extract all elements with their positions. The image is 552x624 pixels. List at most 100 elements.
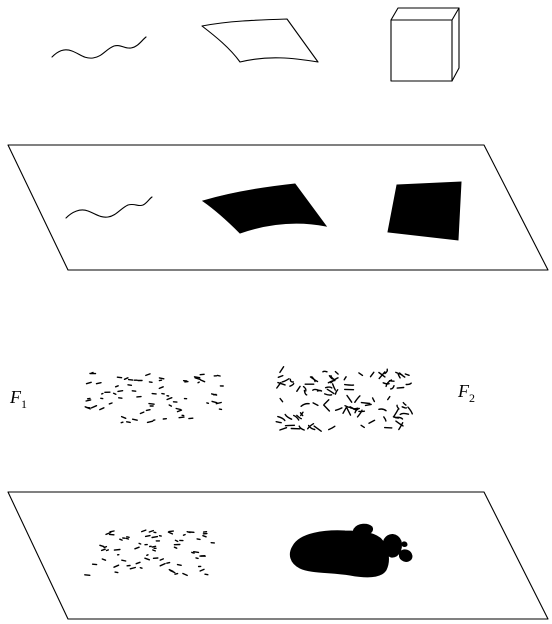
fractal-fragment bbox=[394, 410, 398, 417]
fractal-fragment bbox=[174, 547, 176, 548]
fractal-fragment bbox=[179, 417, 184, 418]
fractal-fragment bbox=[118, 391, 123, 392]
fractal-fragment bbox=[278, 417, 285, 421]
fractal-f2 bbox=[276, 367, 412, 432]
fractal-fragment bbox=[159, 378, 163, 379]
fractal-fragment bbox=[97, 383, 102, 384]
fractal-fragment bbox=[280, 399, 283, 402]
fractal-fragment bbox=[128, 385, 131, 386]
fractal-fragment bbox=[290, 379, 293, 382]
fractal-fragment bbox=[168, 532, 172, 534]
fractal-fragment bbox=[86, 400, 91, 401]
fractal-fragment bbox=[405, 374, 409, 375]
plane-fractal-projections bbox=[8, 492, 548, 619]
fractal-fragment bbox=[152, 546, 155, 547]
fractal-fragment bbox=[109, 403, 112, 404]
fractal-fragment bbox=[373, 398, 375, 402]
fractal-fragment bbox=[361, 403, 369, 404]
fractal-fragment bbox=[280, 367, 284, 373]
fractal-fragment bbox=[102, 559, 105, 560]
fractal-fragment bbox=[402, 407, 406, 408]
fractal-fragment bbox=[152, 537, 157, 538]
fractal-fragment bbox=[92, 406, 97, 408]
fractal-fragment bbox=[297, 386, 300, 391]
fractal-fragment bbox=[311, 377, 318, 382]
fractal-fragment bbox=[201, 380, 205, 382]
fractal-fragment bbox=[148, 421, 153, 422]
fractal-fragment bbox=[406, 383, 411, 384]
fractal-f1 bbox=[85, 373, 223, 423]
fractal-fragment bbox=[359, 373, 363, 376]
fractal-fragment bbox=[145, 558, 150, 560]
fractal-fragment bbox=[183, 574, 187, 576]
cube-3d bbox=[391, 8, 459, 81]
fractal-fragment bbox=[133, 419, 138, 420]
fractal-fragment bbox=[195, 377, 200, 378]
fractal-fragment bbox=[278, 376, 283, 378]
projected-fractal-f2 bbox=[290, 524, 412, 577]
fractal-fragment bbox=[276, 422, 281, 423]
fractal-fragment bbox=[326, 387, 332, 388]
fractal-fragment bbox=[110, 531, 114, 532]
fractal-fragment bbox=[403, 403, 406, 406]
plane-2 bbox=[8, 492, 548, 619]
fractal-fragment bbox=[167, 398, 172, 400]
fractal-fragment bbox=[85, 575, 90, 576]
fractal-fragment bbox=[325, 394, 332, 395]
fractal-fragment bbox=[408, 407, 412, 414]
fractal-fragment bbox=[146, 374, 150, 376]
fractal-fragment bbox=[184, 535, 186, 536]
fractal-fragment bbox=[149, 531, 153, 532]
fractal-fragment bbox=[153, 550, 156, 551]
fractal-fragment bbox=[192, 552, 194, 553]
fractal-fragment bbox=[379, 409, 386, 411]
fractal-fragment bbox=[100, 408, 104, 410]
fractal-fragment bbox=[175, 540, 177, 541]
fractal-fragment bbox=[176, 409, 180, 410]
fractal-fragment bbox=[194, 552, 199, 553]
fractal-fragment bbox=[384, 417, 386, 421]
fractal-fragment bbox=[390, 381, 395, 382]
plane-projections bbox=[8, 145, 548, 270]
fractal-fragment bbox=[116, 386, 119, 387]
fractal-fragment bbox=[139, 543, 141, 544]
fractal-fragment bbox=[366, 404, 372, 405]
fractal-fragment bbox=[217, 375, 220, 376]
fractal-fragment bbox=[127, 422, 131, 423]
fractal-fragment bbox=[169, 405, 171, 406]
fractal-fragment bbox=[135, 547, 139, 549]
fractal-fragment bbox=[169, 531, 173, 532]
fractal-fragment bbox=[400, 413, 408, 414]
projected-fractal-f1 bbox=[85, 530, 215, 575]
fractal-fragment bbox=[385, 369, 387, 373]
fractal-fragment bbox=[87, 382, 92, 383]
surface-2d bbox=[202, 19, 318, 62]
fractal-fragment bbox=[371, 372, 374, 376]
fractal-fragment bbox=[196, 558, 198, 559]
fractal-fragment bbox=[130, 568, 135, 569]
fractal-fragment bbox=[336, 408, 342, 410]
fractal-fragment bbox=[329, 426, 335, 429]
fractal-fragment bbox=[280, 428, 287, 430]
label-f1: F1 bbox=[9, 387, 27, 411]
fractal-fragment bbox=[198, 382, 199, 383]
fractal-fragment bbox=[100, 545, 104, 546]
fractal-fragment bbox=[333, 384, 336, 390]
fractal-fragment bbox=[324, 405, 330, 411]
fractal-fragment bbox=[285, 415, 291, 420]
fractal-fragment bbox=[160, 564, 165, 566]
fractal-fragment bbox=[122, 560, 126, 561]
fractal-fragment bbox=[200, 569, 204, 571]
fractal-fragment bbox=[313, 389, 319, 390]
fractal-fragment bbox=[136, 562, 140, 563]
fractal-fragment bbox=[149, 404, 154, 405]
fractal-fragment bbox=[107, 550, 109, 551]
fractal-fragment bbox=[324, 400, 329, 405]
fractal-fragment bbox=[147, 555, 148, 556]
fractal-fragment bbox=[282, 379, 289, 382]
fractal-fragment bbox=[114, 393, 116, 394]
row-fractals: F1 F2 bbox=[9, 367, 475, 432]
fractal-fragment bbox=[159, 387, 163, 389]
fractal-fragment bbox=[146, 410, 150, 411]
fractal-fragment bbox=[355, 396, 360, 402]
